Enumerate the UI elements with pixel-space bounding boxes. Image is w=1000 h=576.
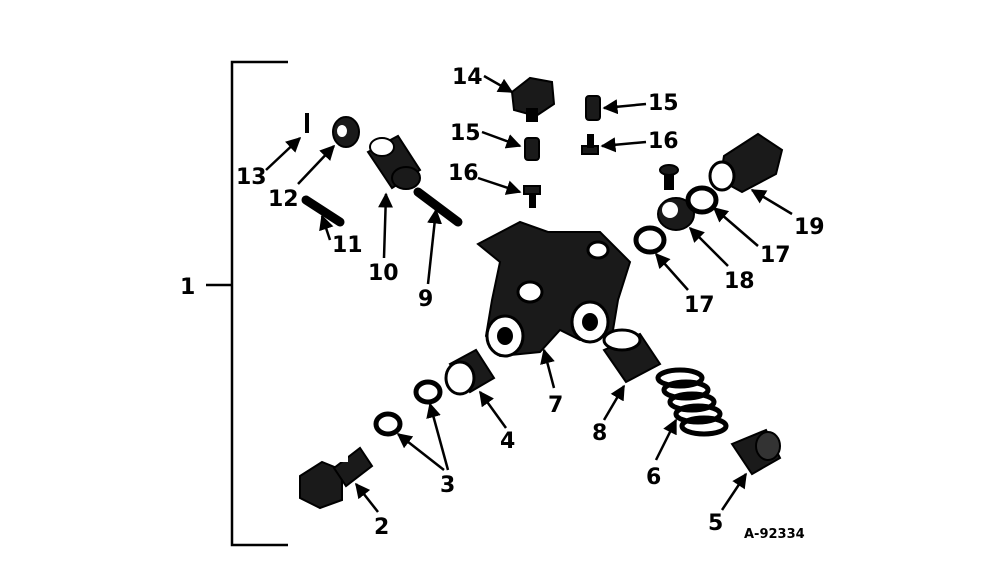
callout-3: 3 [440,473,455,498]
assembly-bracket [230,60,288,547]
callout-12: 12 [268,187,299,212]
callout-7: 7 [548,393,563,418]
callout-6: 6 [646,465,661,490]
part-17-gasket-a [633,225,667,255]
part-12-nut [332,116,360,148]
leader-12 [297,144,336,185]
drawing-code: A-92334 [744,527,805,542]
callout-15b: 15 [648,91,679,116]
leader-2 [355,482,379,513]
leader-16a [477,176,522,195]
callout-4: 4 [500,429,515,454]
leader-4 [478,390,508,429]
leader-3b [396,433,445,471]
leader-8 [602,384,626,421]
leader-17a [655,252,689,291]
leader-9 [426,208,443,285]
callout-8: 8 [592,421,607,446]
part-18-fitting [657,164,695,231]
part-15-spring-b [585,95,601,121]
part-17-gasket-b [685,185,719,215]
leader-13 [265,136,302,171]
leader-11 [319,214,334,241]
leader-19 [750,188,793,216]
leader-17b [712,207,759,247]
leader-3a [426,402,450,471]
leader-15a [481,130,522,149]
part-13-pin [305,113,309,133]
callout-14: 14 [452,65,483,90]
leader-15b [602,99,647,115]
part-11-pin [301,195,345,227]
part-5-plug [730,428,782,476]
leader-18 [688,226,729,267]
callout-18: 18 [724,269,755,294]
callout-10: 10 [368,261,399,286]
callout-19: 19 [794,215,825,240]
part-6-spring [655,367,729,437]
leader-7 [540,348,556,389]
part-4-fitting [444,348,496,396]
part-16-screw-a [523,185,541,208]
callout-2: 2 [374,515,389,540]
callout-9: 9 [418,287,433,312]
part-16-screw-b [581,134,599,155]
callout-1: 1 [180,275,195,300]
part-3-washer-a [413,379,443,405]
part-15-spring-a [524,137,540,161]
leader-16b [600,137,647,153]
leader-14 [483,74,514,94]
leader-10 [378,192,394,259]
part-2-banjo-bolt [299,446,374,510]
part-8-sleeve [602,328,662,384]
callout-5: 5 [708,511,723,536]
callout-11: 11 [332,233,363,258]
callout-16a: 16 [448,161,479,186]
part-19-bolt [708,132,784,194]
callout-16b: 16 [648,129,679,154]
part-7-valve-body [476,220,632,358]
part-10-sleeve [366,134,422,190]
callout-17a: 17 [684,293,715,318]
part-9-pin [413,187,463,227]
leader-5 [720,472,748,511]
callout-13: 13 [236,165,267,190]
part-14-cap-screw [510,76,556,122]
leader-6 [654,418,678,461]
callout-15a: 15 [450,121,481,146]
callout-17b: 17 [760,243,791,268]
part-3-washer-b [373,411,403,437]
